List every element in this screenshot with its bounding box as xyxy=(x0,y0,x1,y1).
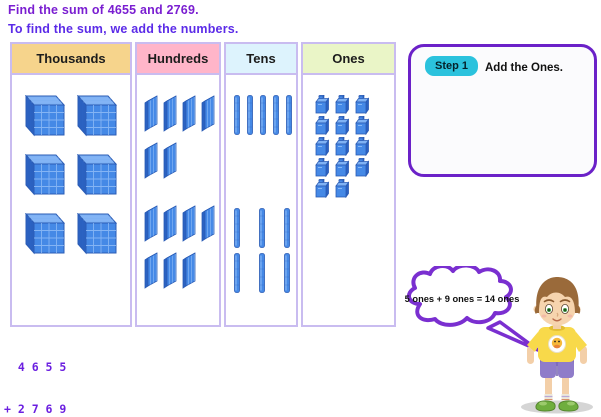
tens-rod-block xyxy=(273,95,279,135)
thousands-cube-block xyxy=(25,95,65,137)
block-row xyxy=(226,253,296,293)
block-group xyxy=(226,95,296,135)
block-group xyxy=(137,205,219,289)
block-row xyxy=(303,158,394,177)
addition-row-bottom: + 2 7 6 9 xyxy=(4,402,67,416)
thousands-cube-block xyxy=(25,213,65,255)
tens-rod-block xyxy=(234,253,240,293)
column-body-tens xyxy=(224,75,298,327)
addition-row-top: 4 6 5 5 xyxy=(4,360,67,374)
boy-shadow xyxy=(521,400,593,414)
step-badge: Step 1 xyxy=(425,56,479,76)
block-row xyxy=(137,142,219,179)
hundreds-flat-block xyxy=(144,205,158,242)
hundreds-flat-block xyxy=(163,205,177,242)
thousands-cube-block xyxy=(77,154,117,196)
ones-unit-block xyxy=(335,137,349,156)
hundreds-flat-block xyxy=(144,95,158,132)
column-body-ones xyxy=(301,75,396,327)
block-row xyxy=(303,179,394,198)
place-value-column-tens: Tens xyxy=(224,42,298,327)
column-body-thousands xyxy=(10,75,132,327)
block-row xyxy=(137,205,219,242)
ones-unit-block xyxy=(315,137,329,156)
thousands-cube-block xyxy=(25,154,65,196)
ones-unit-block xyxy=(355,116,369,135)
block-group xyxy=(303,95,394,198)
block-row xyxy=(303,137,394,156)
tens-rod-block xyxy=(247,95,253,135)
block-row xyxy=(12,95,130,139)
tens-rod-block xyxy=(284,253,290,293)
block-group xyxy=(137,95,219,179)
hundreds-flat-block xyxy=(182,252,196,289)
ones-unit-block xyxy=(315,158,329,177)
thousands-cube-block xyxy=(77,95,117,137)
hundreds-flat-block xyxy=(182,95,196,132)
ones-unit-block xyxy=(355,95,369,114)
thousands-cube-block xyxy=(77,213,117,255)
block-row xyxy=(226,95,296,135)
block-row xyxy=(12,213,130,257)
ones-unit-block xyxy=(315,116,329,135)
hundreds-flat-block xyxy=(144,252,158,289)
ones-unit-block xyxy=(355,158,369,177)
place-value-column-hundreds: Hundreds xyxy=(135,42,221,327)
place-value-column-ones: Ones xyxy=(301,42,396,327)
block-row xyxy=(226,208,296,248)
hundreds-flat-block xyxy=(163,142,177,179)
block-group xyxy=(226,208,296,293)
block-row xyxy=(303,95,394,114)
tens-rod-block xyxy=(260,95,266,135)
column-header-ones: Ones xyxy=(301,42,396,75)
ones-unit-block xyxy=(315,95,329,114)
hundreds-flat-block xyxy=(144,142,158,179)
block-row xyxy=(303,116,394,135)
tens-rod-block xyxy=(284,208,290,248)
hundreds-flat-block xyxy=(163,252,177,289)
ones-unit-block xyxy=(315,179,329,198)
column-header-thousands: Thousands xyxy=(10,42,132,75)
tens-rod-block xyxy=(259,208,265,248)
tens-rod-block xyxy=(234,95,240,135)
hundreds-flat-block xyxy=(182,205,196,242)
ones-unit-block xyxy=(335,95,349,114)
block-group xyxy=(12,95,130,257)
speech-bubble-shape xyxy=(407,263,540,352)
ones-unit-block xyxy=(335,158,349,177)
bubble-text: 5 ones + 9 ones = 14 ones xyxy=(405,294,520,304)
block-row xyxy=(12,154,130,198)
column-header-tens: Tens xyxy=(224,42,298,75)
problem-statement: Find the sum of 4655 and 2769. xyxy=(8,3,199,17)
ones-unit-block xyxy=(355,137,369,156)
hundreds-flat-block xyxy=(201,205,215,242)
tens-rod-block xyxy=(259,253,265,293)
tens-rod-block xyxy=(286,95,292,135)
tens-rod-block xyxy=(234,208,240,248)
column-body-hundreds xyxy=(135,75,221,327)
vertical-addition: 4 6 5 5 + 2 7 6 9 xyxy=(4,332,74,417)
step-instruction: Add the Ones. xyxy=(485,62,563,74)
hundreds-flat-block xyxy=(201,95,215,132)
step-panel: Step 1 Add the Ones. xyxy=(408,44,597,177)
ones-unit-block xyxy=(335,179,349,198)
block-row xyxy=(137,252,219,289)
hundreds-flat-block xyxy=(163,95,177,132)
place-value-column-thousands: Thousands xyxy=(10,42,132,327)
block-row xyxy=(137,95,219,132)
boy-character xyxy=(514,272,601,417)
speech-bubble: 5 ones + 9 ones = 14 ones xyxy=(402,263,574,361)
ones-unit-block xyxy=(335,116,349,135)
column-header-hundreds: Hundreds xyxy=(135,42,221,75)
place-value-table: Thousands Hundreds xyxy=(10,42,396,327)
instruction-text: To find the sum, we add the numbers. xyxy=(8,22,239,36)
